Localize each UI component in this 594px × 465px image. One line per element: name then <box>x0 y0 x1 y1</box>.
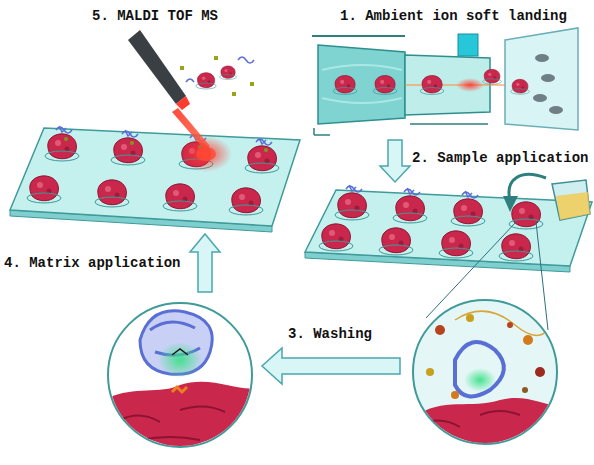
step-arrow <box>190 234 220 292</box>
maldi-laser <box>128 30 254 172</box>
step-label: 1. Ambient ion soft landing <box>340 8 567 24</box>
step-label: 2. Sample application <box>412 150 588 166</box>
step-arrow <box>380 140 410 182</box>
soft-landing-apparatus <box>312 28 578 135</box>
step-label: 5. MALDI TOF MS <box>92 8 218 24</box>
step-label: 4. Matrix application <box>4 255 180 271</box>
step-arrow <box>262 348 400 384</box>
maldi-slide <box>10 126 300 232</box>
zoom-before-wash <box>410 300 565 450</box>
zoom-after-wash <box>105 303 255 450</box>
step-label: 3. Washing <box>288 326 372 342</box>
sample-slide <box>305 174 592 330</box>
